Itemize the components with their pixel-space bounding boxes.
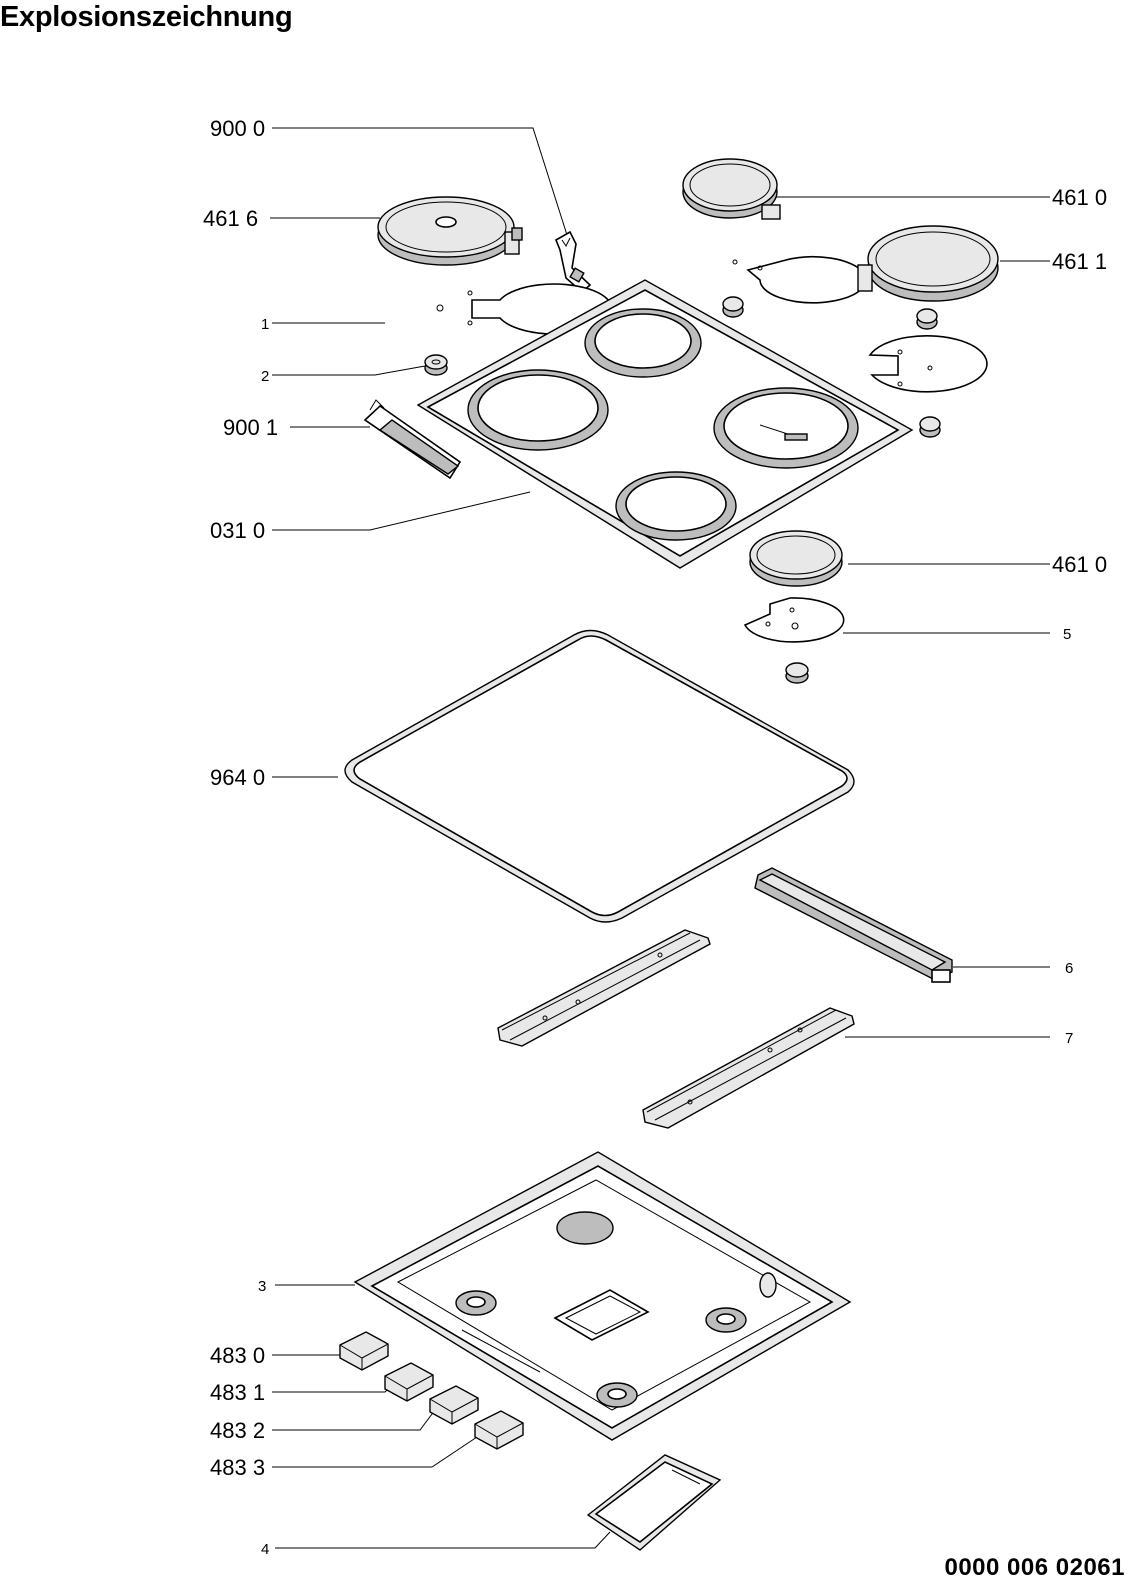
part-nut-top-right [722,296,744,318]
part-nut-right-1 [916,308,938,330]
part-reflector-top-right [732,256,867,304]
callout-964-0: 964 0 [210,765,265,790]
part-bracket-900-1 [363,399,462,480]
callout-7: 7 [1065,1030,1073,1047]
callout-2: 2 [261,368,269,385]
callout-900-0: 900 0 [210,116,265,141]
part-reflector-5 [743,597,845,643]
callout-483-0: 483 0 [210,1343,265,1368]
part-nut-2 [424,354,448,376]
part-rail-6 [754,867,953,983]
part-clip-900-0 [554,230,592,294]
callout-461-0-bottom: 461 0 [1052,552,1107,577]
callout-labels: 900 0 461 6 1 2 900 1 031 0 461 0 461 1 … [203,116,1107,1558]
callout-031-0: 031 0 [210,518,265,543]
part-rail-7 [642,1007,855,1129]
callout-5: 5 [1063,626,1071,643]
part-tray-3 [353,1151,852,1441]
callout-461-1: 461 1 [1052,249,1107,274]
part-hotplate-461-0-bottom [749,530,843,587]
callout-461-6: 461 6 [203,206,258,231]
part-connector-483-1 [384,1362,434,1402]
leader-lines [270,127,1050,1549]
part-nut-right-2 [919,416,941,438]
document-number: 0000 006 02061 [944,1554,1125,1581]
callout-483-1: 483 1 [210,1380,265,1405]
page-title: Explosionszeichnung [0,1,293,33]
callout-3: 3 [258,1278,266,1295]
part-rail-left [497,929,711,1047]
callout-6: 6 [1065,960,1073,977]
part-connector-483-0 [339,1331,389,1371]
callout-483-3: 483 3 [210,1455,265,1480]
part-connector-483-3 [474,1410,524,1450]
part-cover-4 [586,1454,722,1551]
part-gasket-964-0 [344,629,855,923]
callout-900-1: 900 1 [223,415,278,440]
part-nut-5 [785,662,809,684]
part-reflector-right [868,334,988,393]
callout-483-2: 483 2 [210,1418,265,1443]
part-hotplate-461-6 [377,196,523,266]
callout-1: 1 [261,316,269,333]
part-connector-483-2 [429,1385,479,1425]
part-hotplate-461-1 [857,225,999,302]
part-hob-frame-031-0 [416,279,914,569]
callout-4: 4 [261,1541,269,1558]
part-hotplate-461-0-top [682,158,781,220]
callout-461-0-top: 461 0 [1052,185,1107,210]
